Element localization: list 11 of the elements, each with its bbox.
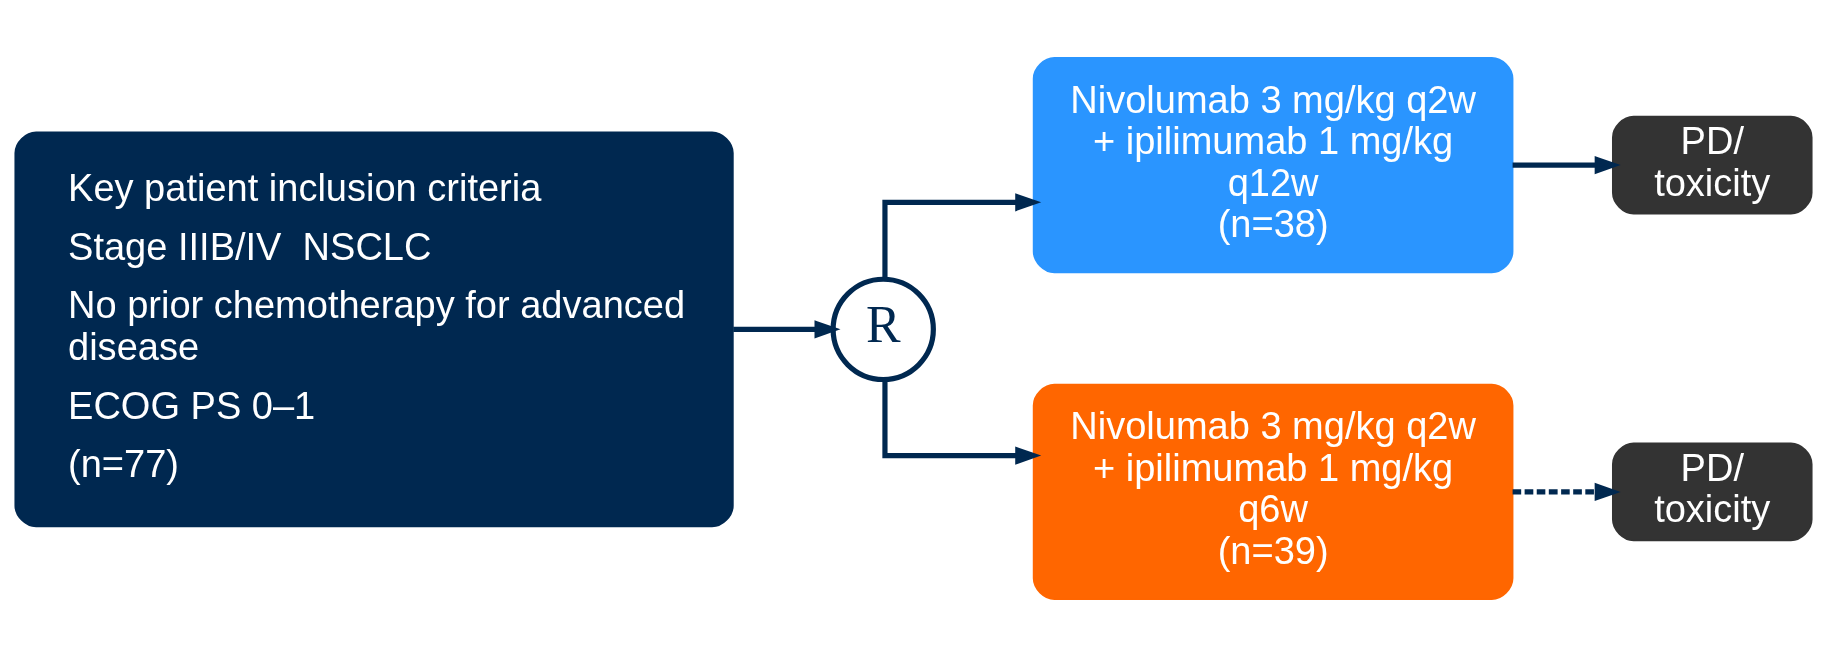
node-box: PD/ toxicity	[1612, 442, 1813, 541]
arrow	[733, 319, 841, 338]
node-box: Nivolumab 3 mg/kg q2w + ipilimumab 1 mg/kg q12w (n=38)	[1032, 56, 1514, 273]
node-circle: R	[830, 276, 936, 382]
arrow	[1512, 482, 1621, 501]
node-box: Nivolumab 3 mg/kg q2w + ipilimumab 1 mg/kg q6w (n=39)	[1032, 383, 1514, 600]
node-box: Key patient inclusion criteria Stage IIIB/IV NSCLC No prior chemotherapy for advanced disease ECOG PS 0–1 (n=77)	[14, 130, 734, 527]
arrow	[882, 192, 1042, 279]
node-box: PD/ toxicity	[1612, 115, 1813, 214]
arrow	[882, 379, 1042, 465]
arrow	[1512, 155, 1621, 174]
